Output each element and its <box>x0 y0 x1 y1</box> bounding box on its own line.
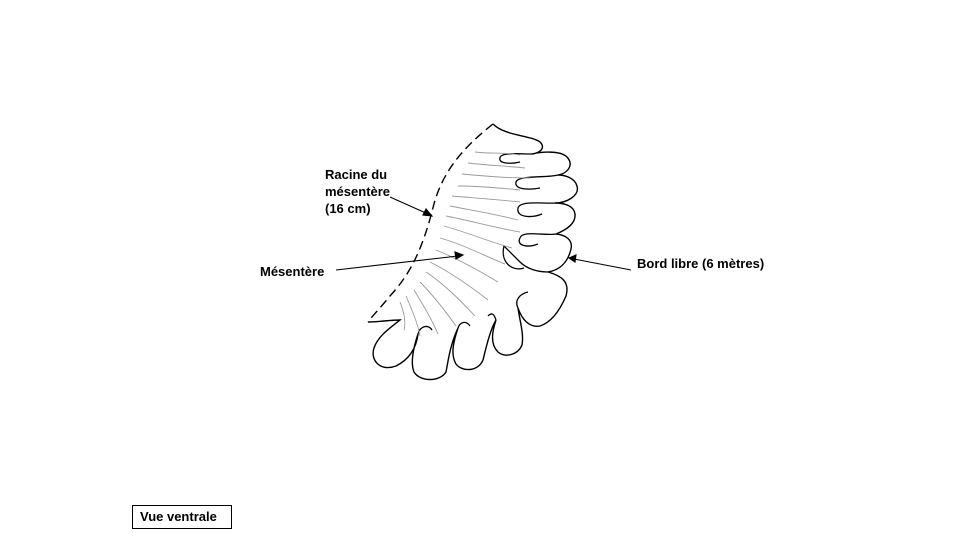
loop-detail <box>487 313 497 321</box>
arrow-bord-libre <box>573 258 632 271</box>
arrow-racine <box>389 196 429 215</box>
view-caption: Vue ventrale <box>140 509 217 524</box>
arrow-bord-libre-head <box>567 254 577 263</box>
leader-arrows <box>335 196 632 271</box>
mesentery-root-dashed-line <box>367 123 494 323</box>
arrow-racine-head <box>422 208 434 217</box>
loop-detail <box>518 233 557 247</box>
free-border-label: Bord libre (6 mètres) <box>637 256 765 271</box>
loop-detail <box>517 202 556 218</box>
arrow-mesentere-head <box>454 251 465 260</box>
mesentery-fibers <box>399 151 531 337</box>
loop-detail <box>417 325 433 335</box>
free-border-outline <box>367 123 579 381</box>
loop-detail <box>457 321 471 329</box>
loop-detail <box>516 291 529 309</box>
root-of-mesentery-label: Racine du mésentère (16 cm) <box>325 167 391 216</box>
mesentery-label: Mésentère <box>260 264 325 279</box>
loop-detail <box>502 244 549 273</box>
loop-detail <box>499 153 533 164</box>
view-caption-box: Vue ventrale <box>132 505 232 529</box>
loop-detail <box>515 174 559 190</box>
arrow-mesentere <box>335 255 459 271</box>
